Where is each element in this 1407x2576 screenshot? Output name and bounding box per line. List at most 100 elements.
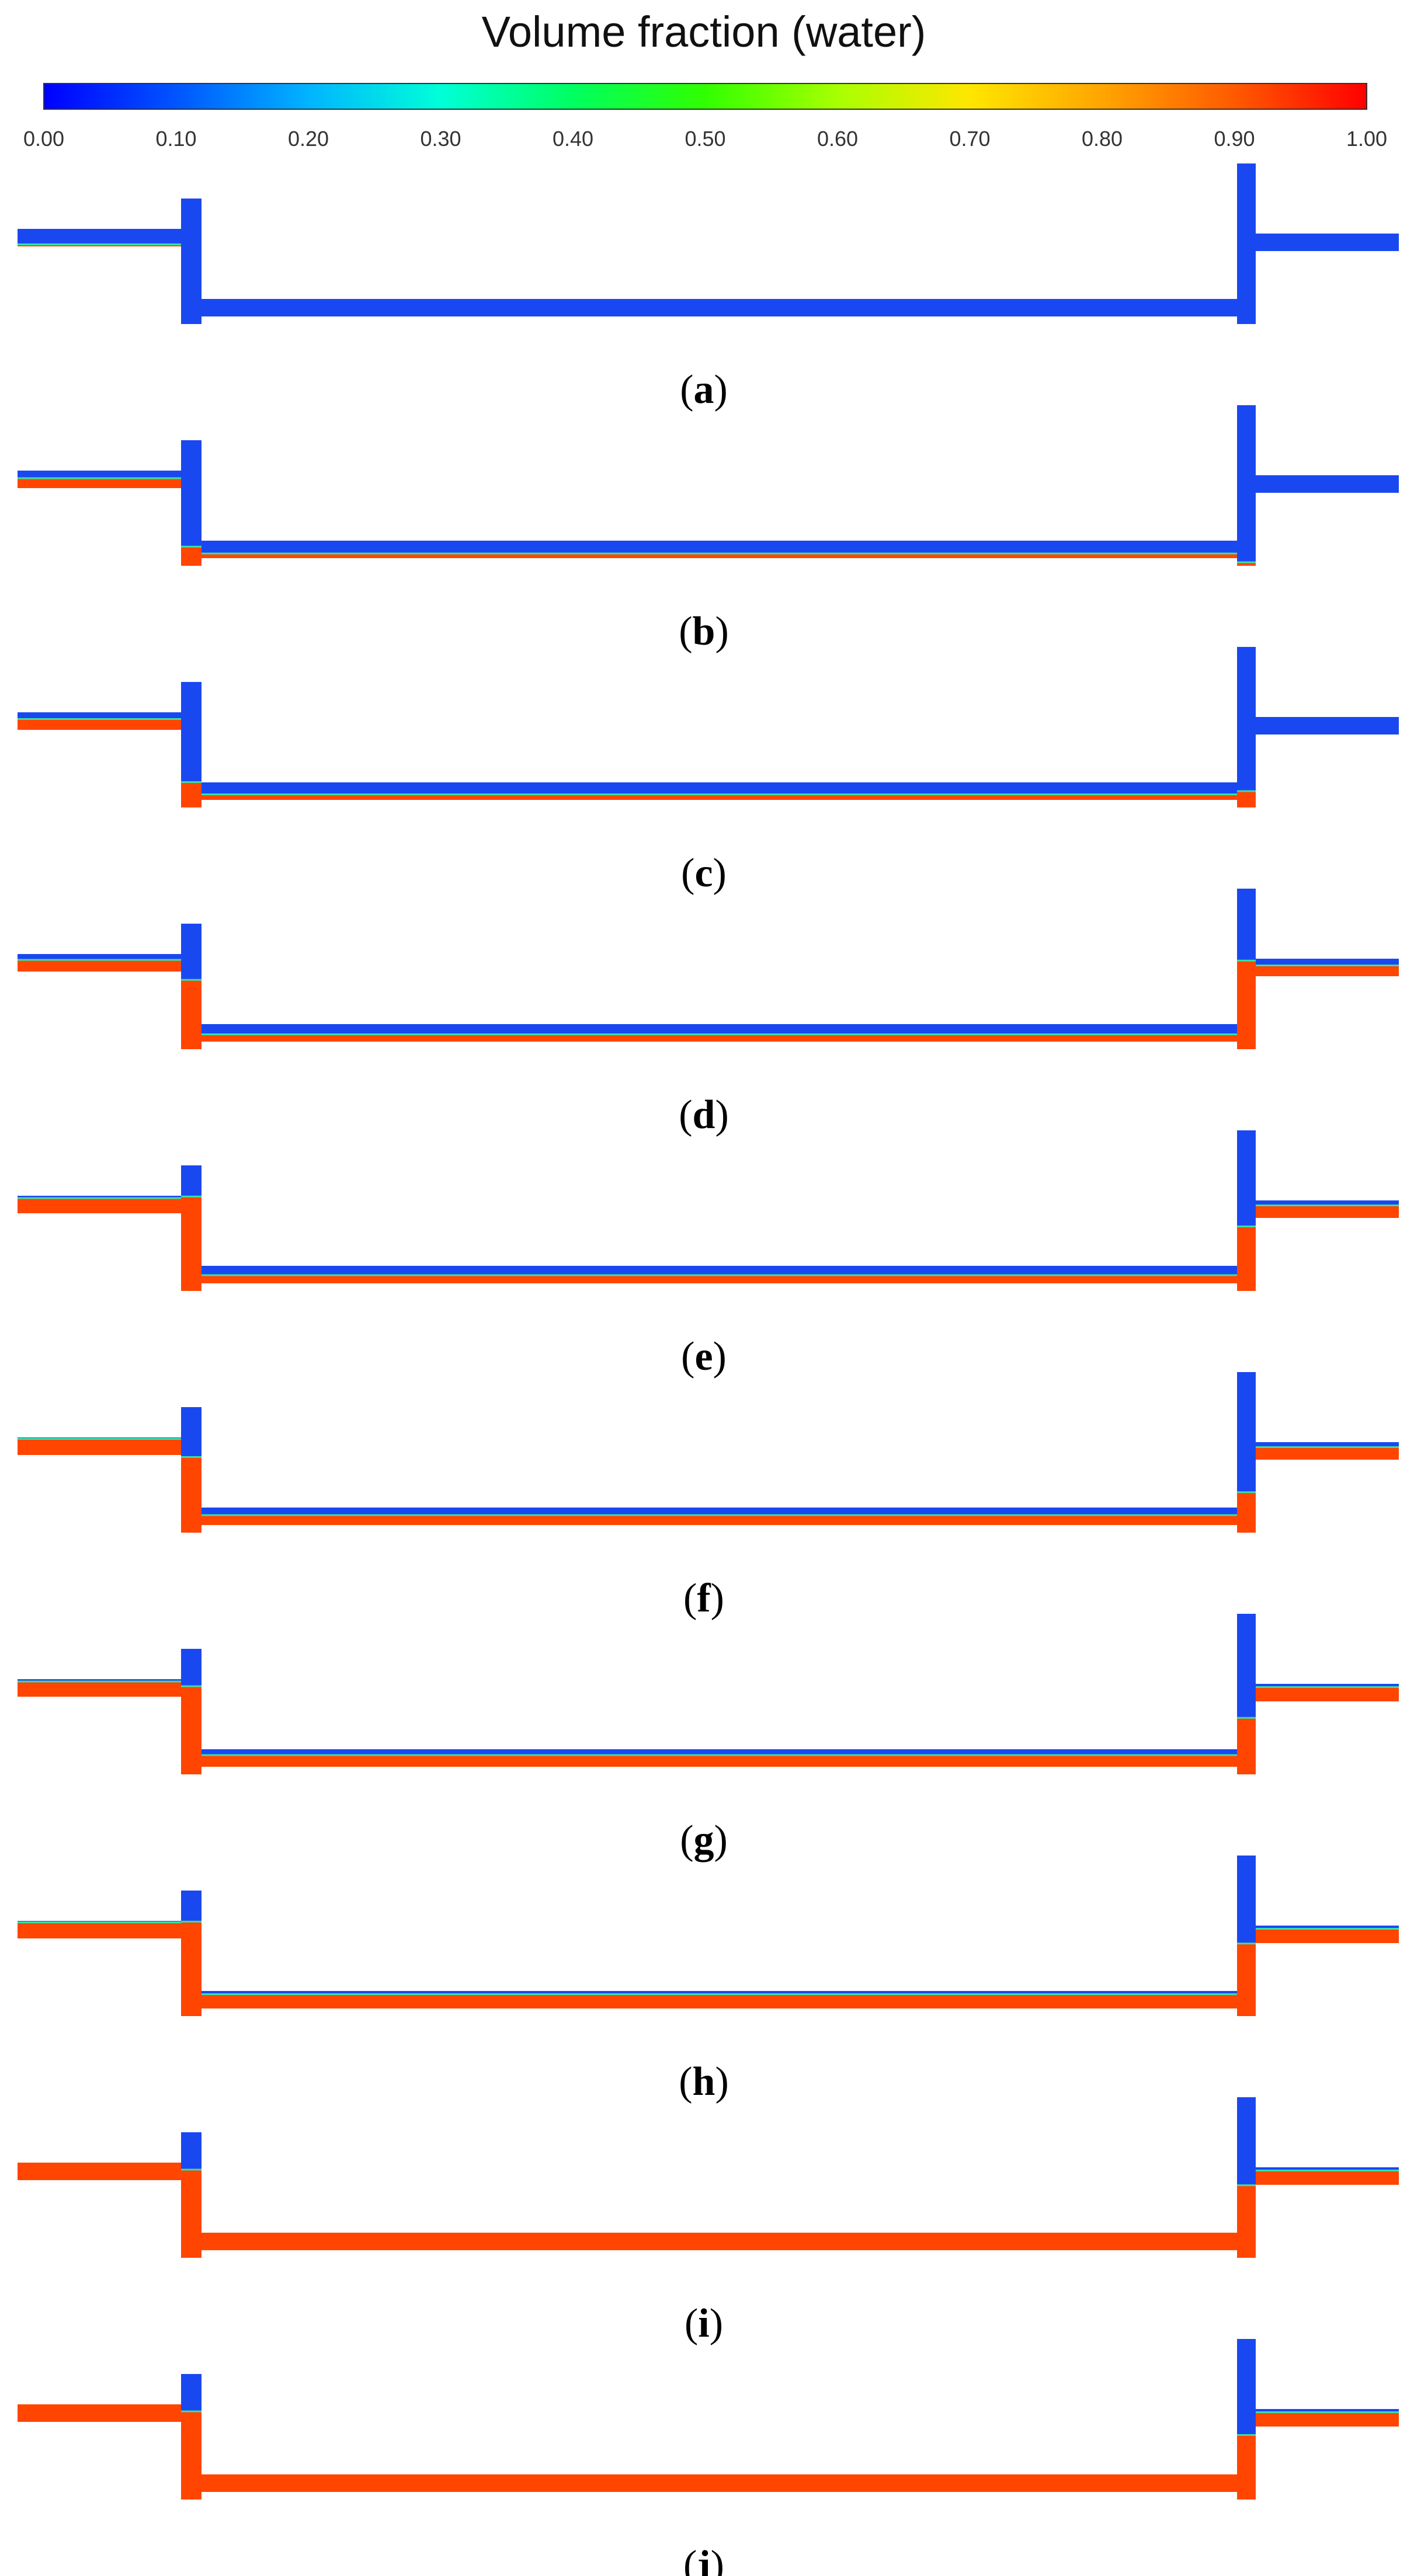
- inlet-pipe-water: [18, 1198, 181, 1213]
- left-shaft-interface: [181, 979, 202, 981]
- main-pipe-water: [202, 795, 1237, 800]
- panel-letter: i: [698, 2301, 709, 2346]
- main-pipe-water: [202, 2233, 1237, 2250]
- left-shaft-water: [181, 1457, 202, 1533]
- panel-label: (j): [683, 2543, 724, 2576]
- panel-label: (f): [683, 1576, 724, 1621]
- outlet-pipe-water: [1256, 1447, 1399, 1460]
- left-shaft-water: [181, 980, 202, 1049]
- outlet-pipe-interface: [1256, 1686, 1399, 1688]
- right-shaft-interface: [1237, 1717, 1256, 1719]
- left-shaft-water: [181, 2411, 202, 2500]
- outlet-pipe-air: [1256, 475, 1399, 493]
- left-shaft-interface: [181, 781, 202, 783]
- main-pipe-water: [202, 1035, 1237, 1042]
- right-shaft-air: [1237, 163, 1256, 324]
- panel-letter: f: [697, 1576, 711, 1621]
- panel-c: (c): [18, 647, 1399, 896]
- right-shaft-water: [1237, 960, 1256, 1049]
- inlet-pipe-interface: [18, 959, 181, 961]
- inlet-pipe-interface: [18, 718, 181, 720]
- left-shaft-water: [181, 1196, 202, 1291]
- right-shaft-water: [1237, 1492, 1256, 1533]
- left-shaft-water: [181, 2170, 202, 2258]
- inlet-pipe-water: [18, 478, 181, 488]
- panel-letter: j: [696, 2543, 710, 2576]
- right-shaft-air: [1237, 405, 1256, 566]
- outlet-pipe-interface: [1256, 1928, 1399, 1930]
- main-pipe-water: [202, 2474, 1237, 2492]
- panel-label: (e): [681, 1334, 727, 1379]
- panel-label: (c): [681, 851, 727, 896]
- colorbar-tick-label: 0.80: [1082, 127, 1123, 151]
- panel-f: (f): [18, 1372, 1399, 1621]
- main-pipe-interface: [202, 1274, 1237, 1276]
- outlet-pipe-interface: [1256, 1446, 1399, 1448]
- colorbar-tick-label: 0.70: [949, 127, 990, 151]
- panel-letter: a: [694, 367, 714, 412]
- panel-h: (h): [18, 1856, 1399, 2104]
- outlet-pipe-interface: [1256, 2170, 1399, 2171]
- panel-j: (j): [18, 2339, 1399, 2576]
- colorbar-tick-label: 0.40: [553, 127, 593, 151]
- inlet-pipe-interface: [18, 1438, 181, 1440]
- outlet-pipe-water: [1256, 2413, 1399, 2427]
- main-pipe-interface: [202, 1514, 1237, 1516]
- outlet-pipe-water: [1256, 2171, 1399, 2185]
- main-pipe-interface: [202, 552, 1237, 555]
- outlet-pipe-water: [1256, 966, 1399, 976]
- outlet-pipe-interface: [1256, 1205, 1399, 1206]
- right-shaft-interface: [1237, 1943, 1256, 1945]
- right-shaft-water: [1237, 1944, 1256, 2016]
- left-shaft-interface: [181, 2168, 202, 2171]
- panel-letter: g: [694, 1818, 714, 1863]
- inlet-pipe-water: [18, 245, 181, 246]
- left-shaft-water: [181, 1921, 202, 2016]
- inlet-pipe-water: [18, 960, 181, 972]
- left-shaft-water: [181, 546, 202, 566]
- inlet-pipe-water: [18, 2404, 181, 2422]
- outlet-pipe-air: [1256, 234, 1399, 251]
- inlet-pipe-water: [18, 719, 181, 730]
- main-pipe-interface: [202, 1993, 1237, 1995]
- colorbar-tick-label: 0.60: [817, 127, 858, 151]
- inlet-pipe-interface: [18, 477, 181, 479]
- colorbar-tick-label: 1.00: [1346, 127, 1387, 151]
- inlet-pipe-interface: [18, 1680, 181, 1683]
- panel-d: (d): [18, 889, 1399, 1137]
- panel-letter: c: [694, 851, 713, 896]
- right-shaft-water: [1237, 562, 1256, 566]
- panel-i: (i): [18, 2097, 1399, 2346]
- panel-a: (a): [18, 163, 1399, 412]
- inlet-pipe-water: [18, 2163, 181, 2180]
- colorbar-tick-label: 0.00: [23, 127, 64, 151]
- outlet-pipe-air: [1256, 717, 1399, 734]
- panel-label: (b): [679, 609, 729, 654]
- main-pipe-air: [202, 299, 1237, 316]
- outlet-pipe-water: [1256, 1687, 1399, 1701]
- panel-label: (i): [685, 2301, 723, 2346]
- panel-e: (e): [18, 1130, 1399, 1379]
- right-shaft-interface: [1237, 959, 1256, 962]
- main-pipe-water: [202, 1515, 1237, 1525]
- right-shaft-interface: [1237, 1491, 1256, 1494]
- right-shaft-air: [1237, 647, 1256, 807]
- left-shaft-interface: [181, 1195, 202, 1198]
- panel-label: (h): [679, 2059, 729, 2104]
- main-pipe-water: [202, 554, 1237, 558]
- outlet-pipe-interface: [1256, 2411, 1399, 2413]
- panel-letter: d: [693, 1092, 715, 1137]
- inlet-pipe-interface: [18, 1921, 181, 1923]
- right-shaft-interface: [1237, 2434, 1256, 2436]
- right-shaft-interface: [1237, 2184, 1256, 2187]
- colorbar-tick-label: 0.90: [1214, 127, 1255, 151]
- left-shaft-air: [181, 199, 202, 324]
- right-shaft-water: [1237, 1718, 1256, 1774]
- left-shaft-interface: [181, 1456, 202, 1458]
- colorbar-tick-label: 0.20: [288, 127, 329, 151]
- main-pipe-water: [202, 1994, 1237, 2008]
- main-pipe-water: [202, 1275, 1237, 1283]
- inlet-pipe-water: [18, 1682, 181, 1697]
